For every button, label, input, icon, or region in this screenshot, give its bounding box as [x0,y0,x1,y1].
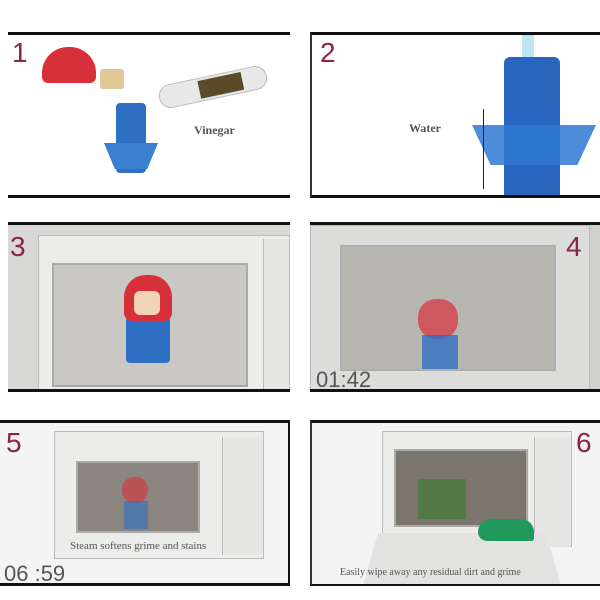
step-number: 5 [6,427,22,458]
step-number: 1 [12,37,28,68]
step-number: 3 [10,231,26,262]
step-4-panel: 4 01:42 [310,222,600,392]
cork-image [100,69,124,89]
step-6-panel: 6 Easily wipe away any residual dirt and… [310,420,600,586]
red-lid-image [42,47,96,83]
timer: 01:42 [316,367,372,392]
step-6-caption: Easily wipe away any residual dirt and g… [340,567,521,578]
step-number: 2 [320,37,336,68]
vinegar-bottle-image [156,63,270,111]
step-2-panel: 2 Water [310,32,600,198]
green-cloth-image [478,519,534,541]
step-5-panel: 5 Steam softens grime and stains 06 :59 [0,420,290,586]
vinegar-label: Vinegar [194,123,235,137]
step-number: 6 [576,427,592,458]
step-1-panel: 1 Vinegar [8,32,290,198]
step-number: 4 [566,231,582,262]
angry-mama-cleaner [126,317,170,363]
step-5-caption: Steam softens grime and stains [70,540,207,552]
step-3-panel: 3 [8,222,290,392]
timer: 06 :59 [4,561,66,586]
double-arrow-icon [483,109,484,189]
water-label: Water [409,121,441,135]
